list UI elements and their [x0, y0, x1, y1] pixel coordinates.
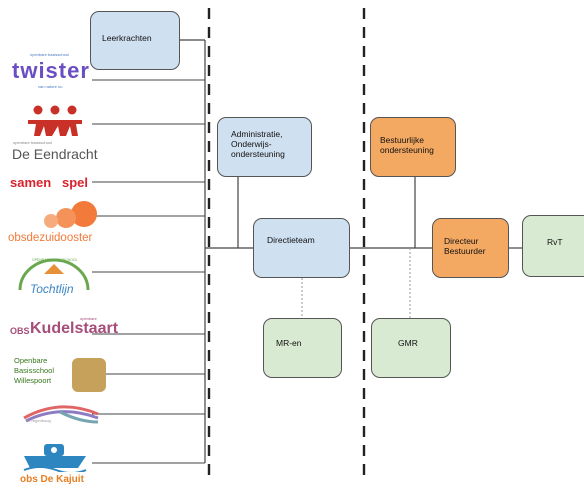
willespoort-text-3: Willespoort [14, 376, 52, 385]
tochtlijn-emblem-icon [18, 258, 90, 291]
logo-eendracht: openbare basisschool De Eendracht [12, 104, 102, 168]
samenspel-text-2: spel [62, 175, 89, 190]
eendracht-top-text: openbare basisschool [13, 140, 52, 145]
logo-regenboog: de regenboog [20, 402, 102, 426]
label-rvt: RvT [547, 237, 563, 247]
label-administratie: Administratie, Onderwijs- ondersteuning [231, 129, 285, 159]
kajuit-boat-icon [23, 444, 87, 474]
logo-willespoort: Openbare Basisschool Willespoort [12, 356, 108, 398]
regenboog-swoosh-icon [23, 405, 99, 424]
kudelstaart-obs-text: OBS [10, 326, 30, 336]
box-directeur: Directeur Bestuurder [432, 218, 509, 278]
label-gmr: GMR [398, 338, 418, 348]
logo-kajuit: obs De Kajuit [20, 440, 100, 488]
kajuit-text: obs De Kajuit [20, 474, 84, 485]
kudelstaart-text: Kudelstaart [30, 320, 119, 337]
box-administratie: Administratie, Onderwijs- ondersteuning [217, 117, 312, 177]
eendracht-text: De Eendracht [12, 146, 98, 162]
twister-top-text: openbare basisschool [30, 52, 69, 57]
box-bestuurlijke: Bestuurlijke ondersteuning [370, 117, 456, 177]
box-leerkrachten: Leerkrachten [90, 11, 180, 70]
label-mr: MR-en [276, 338, 302, 348]
logo-kudelstaart: openbare OBS Kudelstaart [10, 316, 118, 352]
label-directieteam: Directieteam [267, 235, 315, 245]
box-gmr: GMR [371, 318, 451, 378]
dezuidooster-circles-icon [44, 201, 97, 228]
box-mr: MR-en [263, 318, 342, 378]
samenspel-text: samen [10, 175, 52, 190]
box-directieteam: Directieteam [253, 218, 350, 278]
tochtlijn-text: Tochtlijn [30, 282, 74, 296]
box-rvt: RvT [522, 215, 584, 277]
willespoort-text-2: Basisschool [14, 366, 55, 375]
label-directeur: Directeur Bestuurder [444, 236, 486, 256]
label-bestuurlijke: Bestuurlijke ondersteuning [380, 135, 434, 155]
kudelstaart-small-text: openbare [80, 316, 97, 321]
dezuidooster-text: obsdezuidooster [8, 232, 93, 244]
label-leerkrachten: Leerkrachten [102, 33, 152, 43]
twister-bottom-text: van nature nu [38, 84, 63, 89]
tochtlijn-ring-text: OPENBARE BASISSCHOOL [32, 258, 78, 262]
logo-dezuidooster: obsdezuidooster [8, 200, 108, 246]
logo-samenspel: samen spel [10, 175, 100, 191]
eendracht-figures-icon [28, 105, 82, 136]
logo-twister: openbare basisschool twister van nature … [10, 52, 100, 94]
twister-text: twister [12, 58, 90, 83]
logo-tochtlijn: OPENBARE BASISSCHOOL Tochtlijn [14, 252, 94, 302]
regenboog-text: de regenboog [26, 418, 51, 423]
willespoort-text-1: Openbare [14, 356, 48, 365]
willespoort-image-icon [72, 358, 106, 392]
